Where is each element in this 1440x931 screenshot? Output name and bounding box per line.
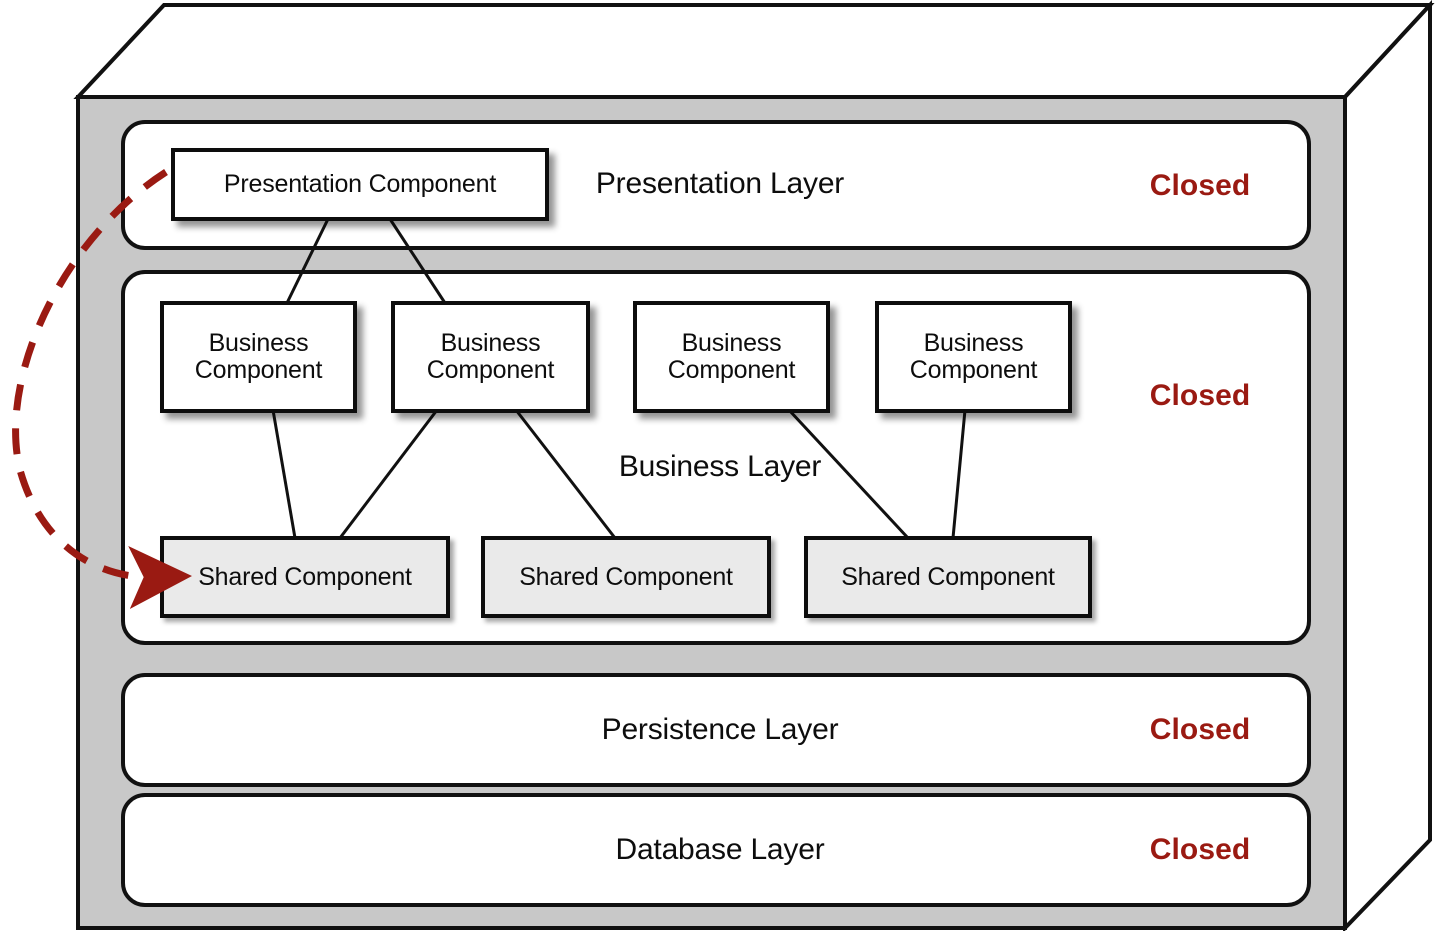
connector-bc4-sc3 <box>951 409 967 539</box>
shared-component-box-1 <box>160 536 450 618</box>
connector-bc3-sc3 <box>787 408 910 540</box>
shared-component-box-2 <box>481 536 771 618</box>
annotation-dashed-arrow <box>12 169 192 610</box>
business-component-box-3 <box>633 301 830 413</box>
connector-pc1-bc2 <box>388 218 447 304</box>
business-component-box-2 <box>391 301 590 413</box>
business-component-box-4 <box>875 301 1072 413</box>
connector-bc2-sc2 <box>514 409 617 539</box>
business-component-box-1 <box>160 301 357 413</box>
layer-band-persistence[interactable] <box>121 673 1311 787</box>
presentation-component-box[interactable] <box>171 148 549 221</box>
connector-bc1-sc1 <box>271 409 297 539</box>
shared-component-boxes[interactable] <box>160 536 1092 618</box>
connector-bc2-sc1 <box>338 409 439 539</box>
connector-pc1-bc1 <box>285 218 330 304</box>
connector-lines <box>271 218 967 540</box>
box-right-face <box>1343 0 1432 931</box>
layer-band-database[interactable] <box>121 793 1311 907</box>
shared-component-box-3 <box>804 536 1092 618</box>
box-top-face <box>73 3 1435 99</box>
business-component-boxes[interactable] <box>160 301 1072 413</box>
